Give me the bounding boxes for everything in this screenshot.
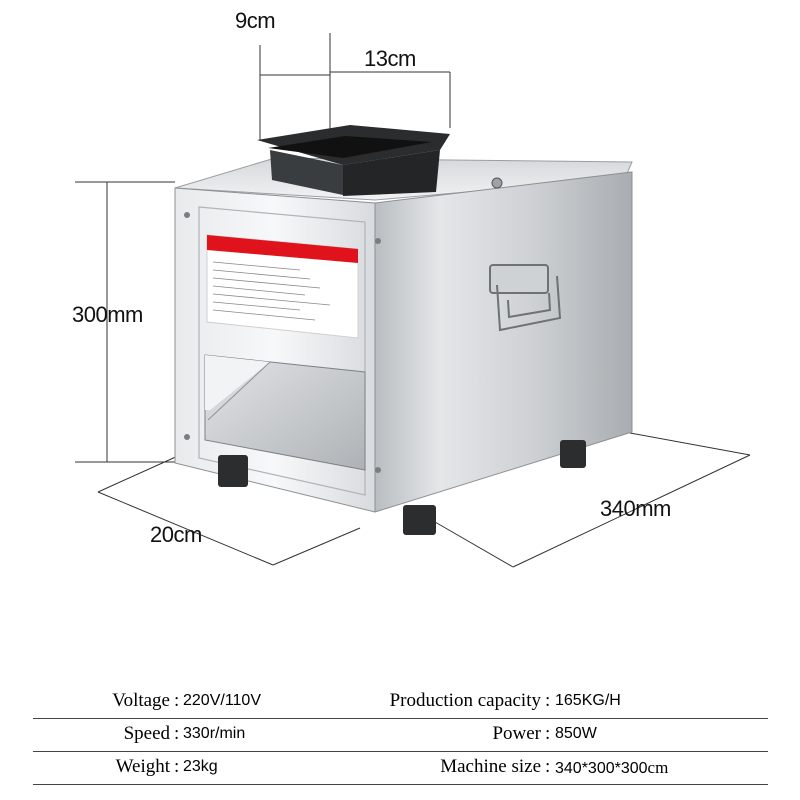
- hopper: [257, 125, 450, 196]
- spec-label-production-capacity: Production capacity: [389, 690, 541, 711]
- spec-value-production-capacity: 165KG/H: [555, 692, 621, 709]
- spec-label-power: Power: [492, 723, 541, 744]
- spec-label-weight: Weight: [115, 756, 170, 777]
- spec-value-machine-size: 340*300*300cm: [555, 758, 668, 778]
- outlet-opening: [204, 354, 366, 471]
- spec-label-voltage: Voltage: [112, 690, 170, 711]
- spec-row: Voltage : 220V/110V Production capacity …: [112, 690, 621, 711]
- warning-label: [206, 234, 359, 339]
- machine-feet: [218, 440, 586, 535]
- spec-label-machine-size: Machine size: [440, 756, 541, 777]
- dimension-depth: 340mm: [600, 496, 671, 521]
- dimension-hopper-width: 13cm: [364, 46, 416, 71]
- spec-value-weight: 23kg: [183, 758, 218, 775]
- machine-size-number: 340*300*300: [555, 760, 648, 777]
- dimension-outlet-width: 20cm: [150, 522, 202, 547]
- dimension-height: 300mm: [72, 302, 143, 327]
- spec-row: Speed : 330r/min Power : 850W: [123, 723, 597, 744]
- dimension-lines: [75, 33, 751, 568]
- spec-value-speed: 330r/min: [183, 725, 246, 742]
- side-handle: [489, 264, 562, 332]
- spec-value-power: 850W: [555, 725, 597, 742]
- spec-value-voltage: 220V/110V: [183, 692, 261, 709]
- spec-label-speed: Speed: [123, 723, 170, 744]
- machine-side: [374, 171, 633, 513]
- machine-size-unit: cm: [647, 758, 669, 777]
- product-illustration: [75, 33, 751, 568]
- dimension-hopper-depth: 9cm: [235, 8, 276, 33]
- spec-row: Weight : 23kg Machine size : 340*300*300…: [115, 756, 669, 778]
